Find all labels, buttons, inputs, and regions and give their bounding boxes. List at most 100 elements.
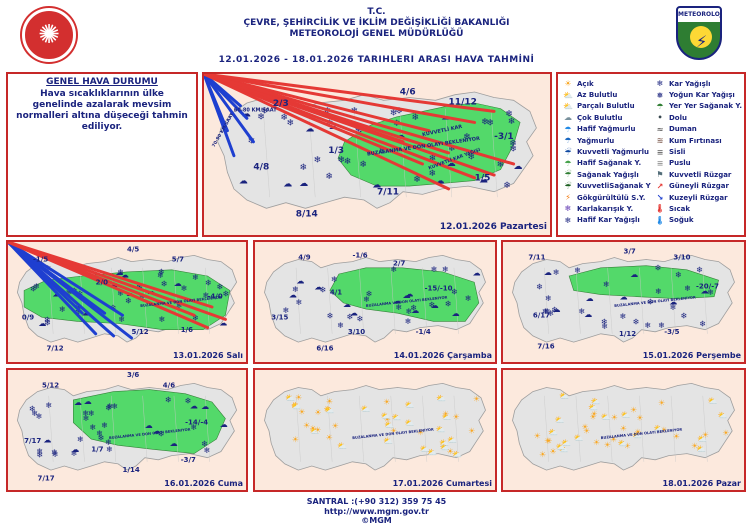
sun-icon: ☀ xyxy=(604,441,611,450)
sun-icon: ☀ xyxy=(303,421,310,430)
snow-icon: ☁ xyxy=(372,181,381,191)
temperature-label: -3/1 xyxy=(494,132,514,142)
snow-icon: ❄ xyxy=(287,118,295,128)
sun-icon: ☀ xyxy=(314,408,321,417)
temperature-label: 3/7 xyxy=(624,247,636,255)
snow-icon: ❄ xyxy=(117,289,124,298)
temperature-label: 4/5 xyxy=(127,245,139,253)
map-panel-wed: ☁☁❄☁❄❄❄❄☁☁❄❄❄❄❄❄❄❄❄❄❄❄☁❄❄☁☁❄❄❄❄❄❄❄BUZALA… xyxy=(501,240,746,364)
province-border xyxy=(295,395,301,462)
sun-icon: ☀ xyxy=(581,422,588,431)
sun-icon: ⛅ xyxy=(708,396,718,405)
north-wind-icon xyxy=(204,74,236,158)
snow-icon: ❄ xyxy=(429,154,437,164)
map-panel-tue: ❄☁☁☁❄❄❄❄❄❄❄❄☁☁❄☁☁❄❄❄☁❄❄☁❄❄❄❄☁❄❄☁☁❄BUZALA… xyxy=(253,240,497,364)
snow-icon: ❄ xyxy=(696,265,703,274)
lightning-icon: ⚡ xyxy=(696,32,708,51)
province-border xyxy=(670,267,676,334)
sun-icon: ☀ xyxy=(610,435,617,444)
sun-icon: ☀ xyxy=(295,393,302,402)
hail-icon: • xyxy=(657,113,663,123)
snow-icon: ❄ xyxy=(405,317,412,326)
legend-item: ≡Sisli xyxy=(654,146,746,157)
snow-icon: ❄ xyxy=(684,284,691,293)
sun-icon: ☀ xyxy=(593,438,600,447)
south-wind-icon xyxy=(204,74,451,191)
snow-icon: ❄ xyxy=(161,280,168,289)
snow-icon: ☁ xyxy=(479,175,488,185)
temperature-label: -1/5 xyxy=(33,256,48,264)
snow-icon: ❄ xyxy=(337,321,344,330)
legend-label: Sıcak xyxy=(669,204,690,213)
sun-icon: ⛅ xyxy=(601,413,611,422)
footer-url[interactable]: http://www.mgm.gov.tr xyxy=(324,506,429,516)
map-mon: ❄❄❄☁❄❄❄☁☁❄❄❄❄❄❄❄☁❄❄❄❄☁❄❄☁☁❄❄❄☁❄☁❄☁❄❄❄❄❄❄… xyxy=(8,242,238,352)
province-border xyxy=(205,267,210,334)
alert-region xyxy=(73,389,226,454)
map-thu-date: 16.01.2026 Cuma xyxy=(164,479,243,488)
alert-region xyxy=(568,265,719,300)
temperature-label: -3/5 xyxy=(664,328,679,336)
snow-icon: ❄ xyxy=(248,137,256,147)
snow-icon: ❄ xyxy=(578,307,585,316)
sun-icon: ☀ xyxy=(383,398,390,407)
sun-icon: ⛅ xyxy=(556,443,566,452)
sun-icon: ☀ xyxy=(549,447,556,456)
snow-icon: ❄ xyxy=(33,282,40,291)
sun-icon: ⛅ xyxy=(436,425,446,434)
snow-icon: ☁ xyxy=(553,305,561,314)
snow-icon: ❄ xyxy=(406,307,413,316)
snow-icon: ❄ xyxy=(75,307,82,316)
snow-icon: ☁ xyxy=(396,131,405,141)
north-wind-icon xyxy=(8,242,125,317)
temperature-label: -1/4 xyxy=(416,328,431,336)
snow-icon: ❄ xyxy=(327,311,334,320)
legend-label: Az Bulutlu xyxy=(577,91,618,100)
legend-label: Karlakarışık Y. xyxy=(577,204,634,213)
sun-icon: ⛅ xyxy=(439,439,449,448)
legend-item: ↗Güneyli Rüzgar xyxy=(654,181,746,192)
map-sat-date: 18.01.2026 Pazar xyxy=(662,479,741,488)
province-border xyxy=(422,395,428,462)
south-wind-icon xyxy=(204,74,496,113)
legend-item: ☔Kuvvetli Yağmurlu xyxy=(562,146,654,157)
province-border xyxy=(639,395,645,462)
snow-icon: ☁ xyxy=(201,402,209,411)
snow-icon: ❄ xyxy=(548,309,555,318)
sun-icon: ⛅ xyxy=(427,448,437,457)
sun-icon: ⛅ xyxy=(361,404,371,413)
heavy-shower-icon: ☔ xyxy=(564,181,572,191)
snow-icon: ❄ xyxy=(601,318,608,327)
province-border xyxy=(173,395,179,462)
sun-icon: ⛅ xyxy=(436,394,446,403)
snow-icon: ☁ xyxy=(242,110,251,120)
snow-icon: ☁ xyxy=(305,124,314,134)
snow-icon: ☁ xyxy=(239,177,248,187)
snow-icon: ❄ xyxy=(366,289,373,298)
general-weather-title: GENEL HAVA DURUMU xyxy=(46,77,158,87)
legend-item: ❅Yoğun Kar Yağışı xyxy=(654,89,746,100)
sun-icon: ☀ xyxy=(417,428,424,437)
snow-icon: ❄ xyxy=(468,152,476,162)
temperature-label: 7/17 xyxy=(24,437,41,445)
snow-icon: ❄ xyxy=(658,321,665,330)
snow-icon: ☁ xyxy=(314,282,322,291)
snow-icon: ❄ xyxy=(45,401,52,410)
map-wed: ☁☁❄☁❄❄❄❄☁☁❄❄❄❄❄❄❄❄❄❄❄❄☁❄❄☁☁❄❄❄❄❄❄❄BUZALA… xyxy=(512,247,735,350)
province-border xyxy=(702,267,708,334)
snow-icon: ☁ xyxy=(393,296,401,305)
cold-icon: 🌡 xyxy=(654,215,666,225)
sun-icon: ⛅ xyxy=(697,434,707,443)
thunder-icon: ⚡ xyxy=(565,193,571,203)
snow-icon: ❄ xyxy=(139,292,146,301)
temperature-label: 2/0 xyxy=(96,278,108,286)
snow-icon: ☁ xyxy=(38,319,46,328)
legend-right-column: ❄Kar Yağışlı❅Yoğun Kar Yağışı☂Yer Yer Sa… xyxy=(654,78,746,226)
snow-icon: ❄ xyxy=(82,409,89,418)
legend-label: KuvvetliSağanak Y xyxy=(577,182,651,191)
temperature-label: 7/16 xyxy=(537,342,554,350)
snow-icon: ❄ xyxy=(326,119,334,129)
sun-icon: ☀ xyxy=(384,415,391,424)
temperature-label: 6/16 xyxy=(316,344,333,352)
south-wind-icon xyxy=(204,74,496,177)
